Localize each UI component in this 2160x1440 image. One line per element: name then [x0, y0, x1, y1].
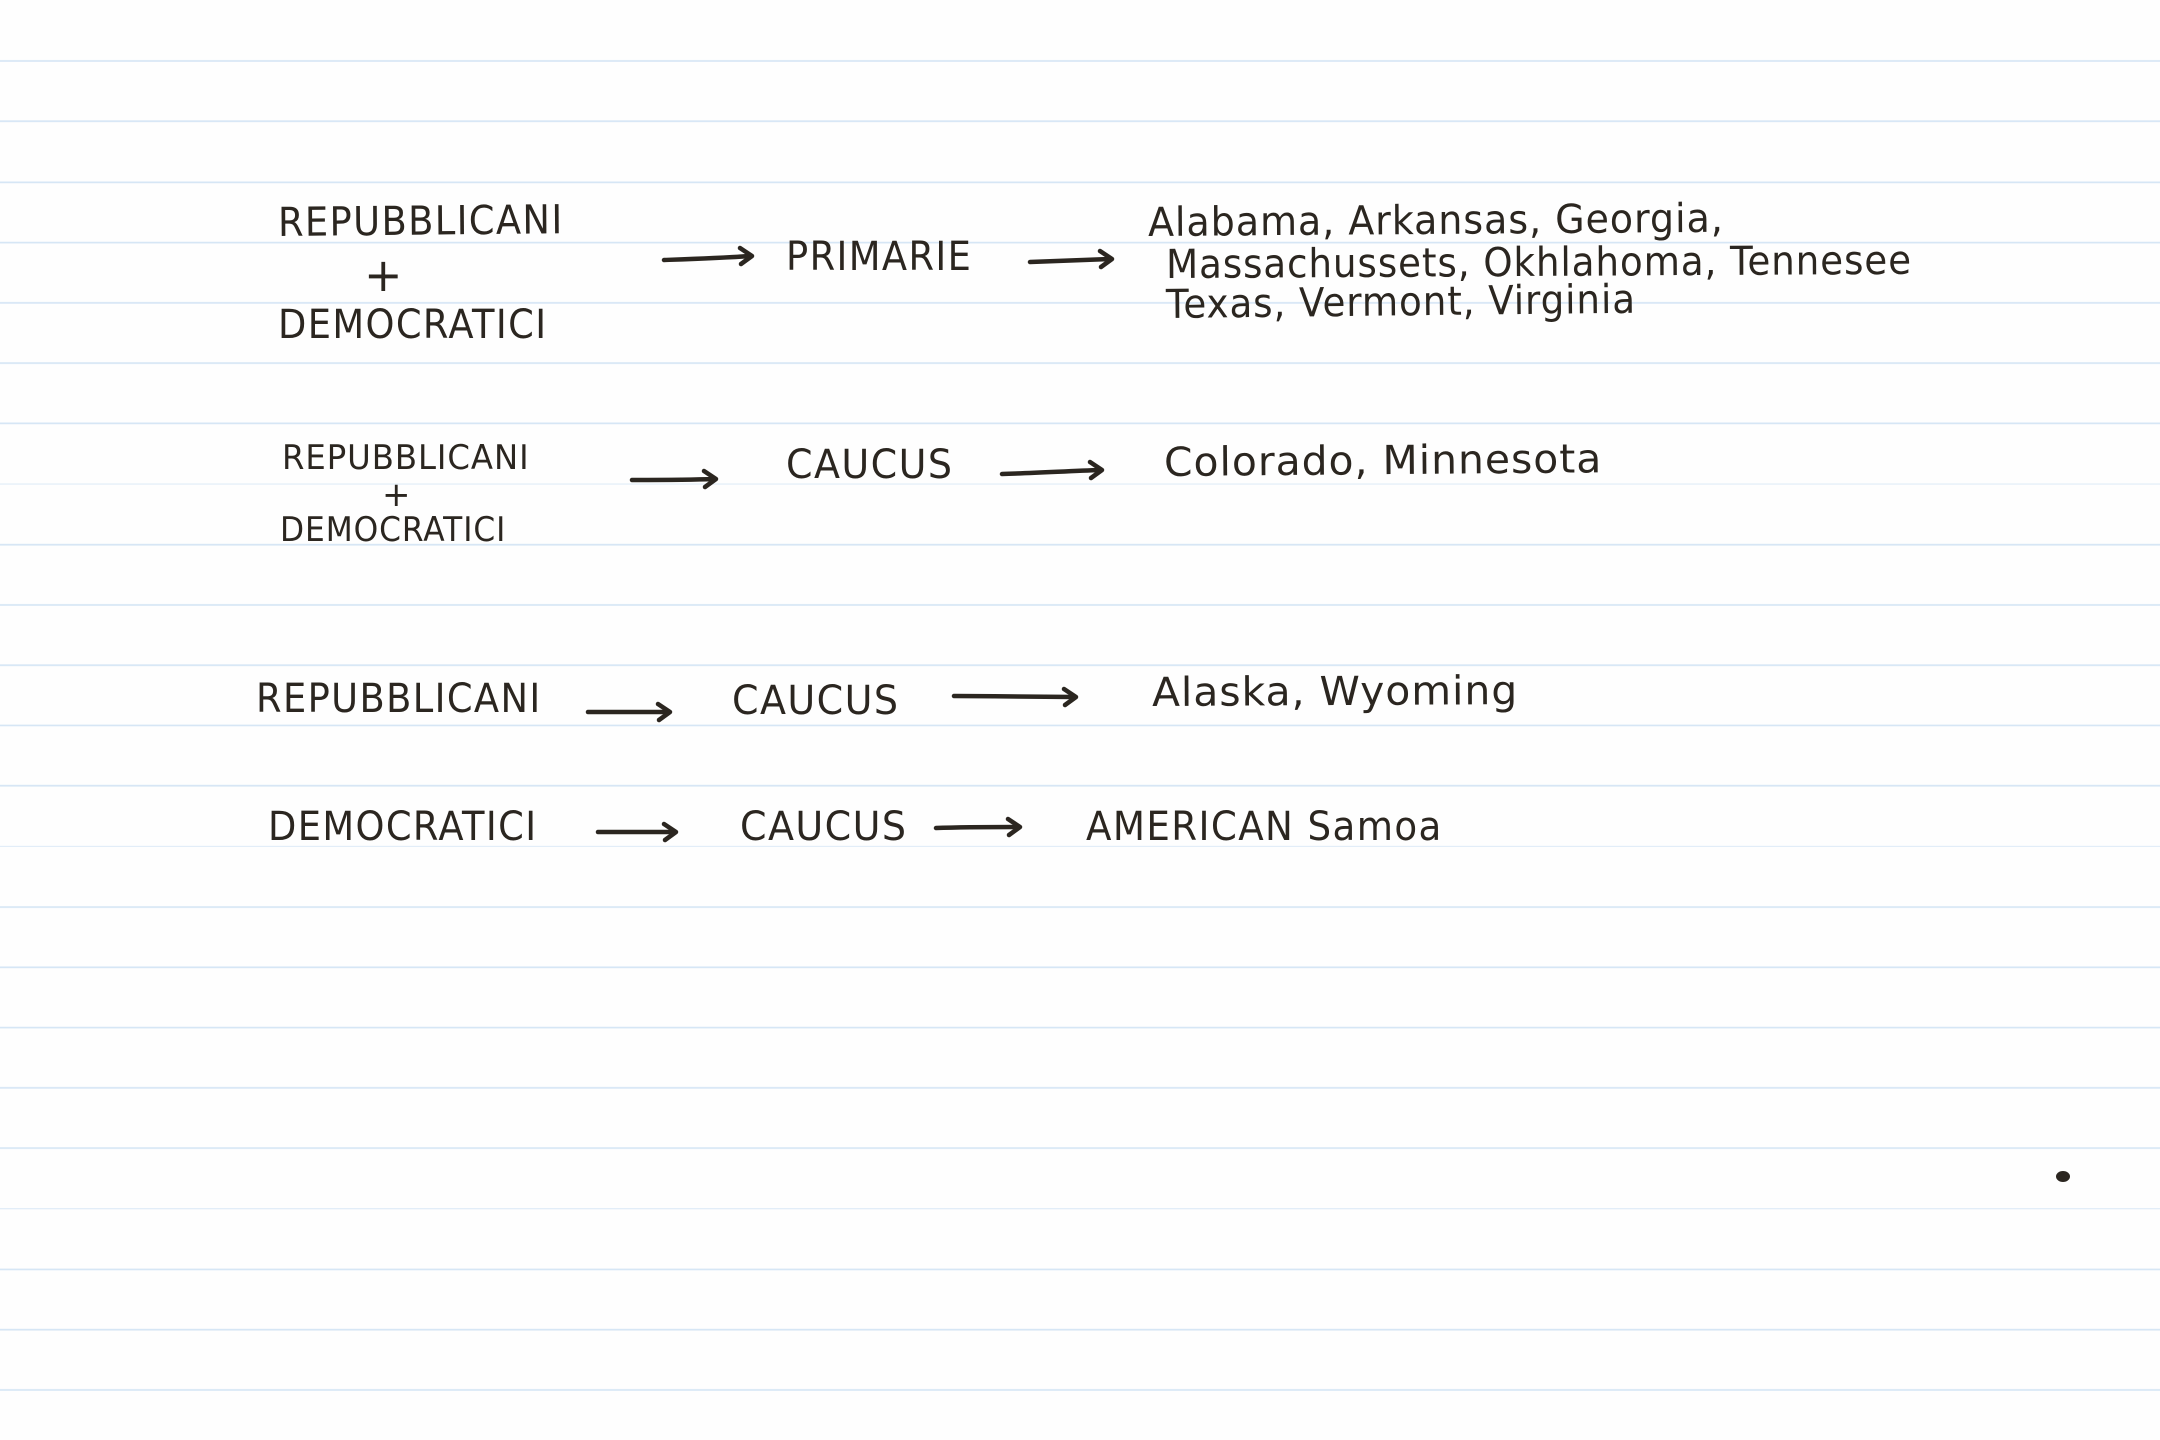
states-line: Colorado, Minnesota	[1163, 436, 1603, 486]
plus-sign: +	[364, 248, 404, 302]
arrow-right-icon	[661, 245, 755, 267]
arrow-right-icon	[585, 701, 673, 723]
method-label: CAUCUS	[732, 678, 900, 724]
states-line: AMERICAN Samoa	[1086, 804, 1443, 850]
arrow-right-icon	[999, 459, 1105, 481]
arrow-right-icon	[951, 686, 1079, 708]
arrow-right-icon	[933, 816, 1023, 838]
arrow-right-icon	[629, 468, 719, 490]
method-label: CAUCUS	[786, 442, 954, 488]
method-label: PRIMARIE	[786, 234, 973, 280]
party-label: REPUBBLICANI	[282, 438, 530, 478]
method-label: CAUCUS	[740, 804, 908, 850]
states-line: Alaska, Wyoming	[1151, 668, 1519, 716]
party-label: DEMOCRATICI	[278, 302, 548, 348]
arrow-right-icon	[595, 821, 679, 843]
plus-sign: +	[382, 475, 412, 515]
party-label: DEMOCRATICI	[268, 804, 538, 850]
party-label: DEMOCRATICI	[280, 510, 507, 550]
party-label: REPUBBLICANI	[256, 676, 542, 722]
ink-dot	[2056, 1171, 2070, 1182]
party-label: REPUBBLICANI	[277, 197, 564, 246]
states-line: Texas, Vermont, Virginia	[1165, 276, 1637, 328]
arrow-right-icon	[1027, 248, 1115, 270]
